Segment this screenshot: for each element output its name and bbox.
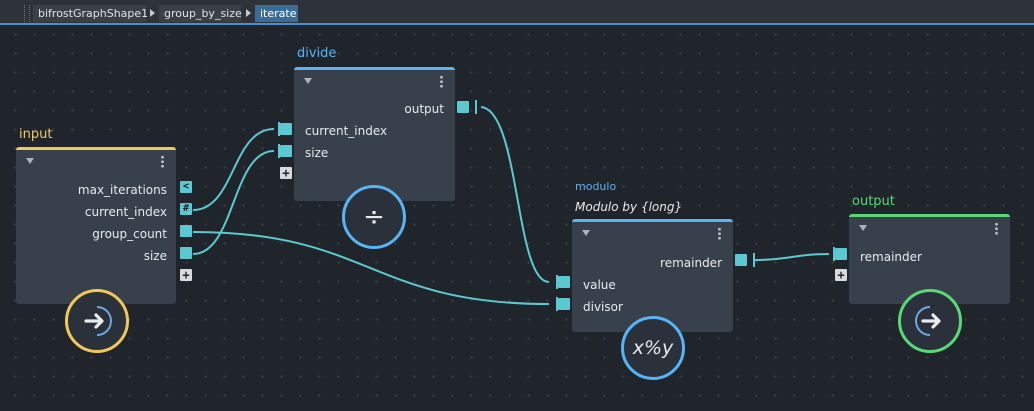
wire-size-to-divide-size bbox=[192, 150, 275, 255]
port-value[interactable] bbox=[558, 276, 570, 288]
breadcrumb-separator-icon bbox=[246, 9, 251, 17]
breadcrumb-item-current[interactable]: iterate bbox=[255, 5, 298, 22]
breadcrumb-grip[interactable] bbox=[24, 5, 30, 22]
output-node-title: output bbox=[852, 194, 895, 209]
port-remainder-connector bbox=[753, 253, 761, 267]
output-node-icon-circle bbox=[898, 289, 962, 353]
arrow-right-icon bbox=[68, 292, 126, 350]
add-port-button[interactable]: + bbox=[180, 269, 192, 281]
breadcrumb: bifrostGraphShape1 group_by_size iterate bbox=[0, 0, 1034, 25]
wire-remainder-to-output-remainder bbox=[752, 253, 830, 261]
port-output-connector bbox=[475, 100, 483, 114]
modulo-node[interactable]: remainder value divisor bbox=[572, 219, 733, 332]
port-label-current-index: current_index bbox=[305, 124, 388, 138]
port-remainder-connector bbox=[827, 247, 835, 261]
node-menu-icon[interactable] bbox=[718, 227, 721, 240]
input-node-icon-circle bbox=[65, 289, 129, 353]
port-size[interactable] bbox=[280, 145, 292, 157]
port-max-iterations-badge[interactable]: < bbox=[180, 181, 192, 193]
port-current-index-connector bbox=[272, 122, 280, 136]
wire-current-index-to-divide-current-index bbox=[192, 128, 275, 211]
divide-node[interactable]: output current_index size bbox=[294, 67, 455, 201]
divide-icon: ÷ bbox=[363, 202, 385, 232]
port-remainder[interactable] bbox=[735, 254, 747, 266]
modulo-node-category: modulo bbox=[575, 180, 617, 193]
modulo-node-title: Modulo by {long} bbox=[575, 200, 683, 214]
collapse-triangle-icon[interactable] bbox=[304, 78, 312, 84]
port-current-index-badge[interactable]: # bbox=[180, 203, 192, 215]
arrow-right-icon bbox=[901, 292, 959, 350]
port-label-max-iterations: max_iterations bbox=[77, 183, 167, 197]
input-node-title: input bbox=[19, 127, 53, 142]
port-label-output: output bbox=[404, 102, 444, 116]
collapse-triangle-icon[interactable] bbox=[26, 158, 34, 164]
port-label-value: value bbox=[583, 278, 616, 292]
port-group-count[interactable] bbox=[180, 225, 192, 237]
port-label-size: size bbox=[143, 249, 167, 263]
port-current-index[interactable] bbox=[280, 123, 292, 135]
port-size-connector bbox=[272, 144, 280, 158]
port-value-connector bbox=[550, 275, 558, 289]
divide-node-icon-circle: ÷ bbox=[342, 185, 406, 249]
port-remainder[interactable] bbox=[835, 248, 847, 260]
modulo-node-icon-circle: x%y bbox=[621, 316, 685, 380]
port-divisor[interactable] bbox=[558, 298, 570, 310]
add-port-button[interactable]: + bbox=[835, 269, 847, 281]
port-size[interactable] bbox=[180, 247, 192, 259]
input-node[interactable]: max_iterations current_index group_count… bbox=[16, 147, 176, 304]
breadcrumb-separator-icon bbox=[150, 9, 155, 17]
collapse-triangle-icon[interactable] bbox=[859, 225, 867, 231]
node-menu-icon[interactable] bbox=[995, 222, 998, 235]
port-label-group-count: group_count bbox=[92, 227, 167, 241]
breadcrumb-item-compound[interactable]: group_by_size bbox=[159, 5, 242, 22]
port-label-divisor: divisor bbox=[583, 300, 623, 314]
breadcrumb-item-root[interactable]: bifrostGraphShape1 bbox=[33, 5, 148, 22]
wire-group-count-to-modulo-divisor bbox=[192, 231, 550, 305]
port-output[interactable] bbox=[457, 101, 469, 113]
collapse-triangle-icon[interactable] bbox=[582, 230, 590, 236]
port-label-current-index: current_index bbox=[84, 205, 167, 219]
port-label-size: size bbox=[305, 146, 329, 160]
divide-node-title: divide bbox=[297, 46, 337, 61]
wire-divide-output-to-modulo-value bbox=[480, 106, 550, 283]
port-divisor-connector bbox=[550, 297, 558, 311]
port-label-remainder: remainder bbox=[860, 250, 922, 264]
port-label-remainder: remainder bbox=[660, 256, 722, 270]
modulo-icon: x%y bbox=[632, 337, 674, 359]
node-menu-icon[interactable] bbox=[161, 155, 164, 168]
node-menu-icon[interactable] bbox=[440, 75, 443, 88]
add-port-button[interactable]: + bbox=[280, 167, 292, 179]
